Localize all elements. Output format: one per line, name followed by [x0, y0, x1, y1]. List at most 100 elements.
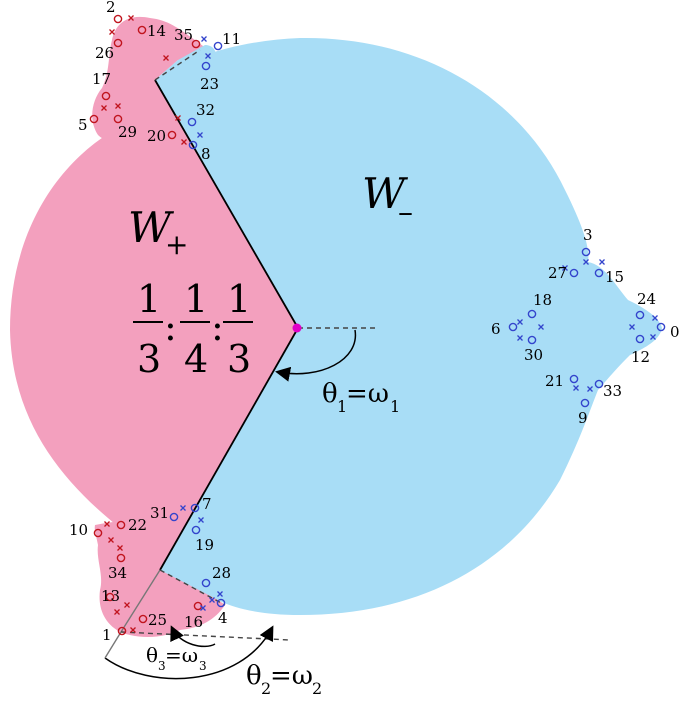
- marker-cross: [101, 105, 107, 111]
- marker-circle: [201, 578, 211, 588]
- ratio-label: 1 3 : 1 4 : 1 3: [133, 277, 253, 381]
- marker-circle: [191, 39, 201, 49]
- point-label-15: 15: [605, 268, 624, 286]
- marker-circle: [93, 528, 103, 538]
- marker-circle: [169, 512, 179, 522]
- marker-circle: [527, 335, 537, 345]
- point-label-24: 24: [637, 290, 656, 308]
- dashed-lines: [120, 49, 375, 641]
- marker-circle: [213, 41, 223, 51]
- colon-1: :: [164, 305, 177, 349]
- point-label-9: 9: [578, 409, 588, 427]
- boundary-lines: [120, 79, 299, 633]
- theta3-omega-subscript: 3: [199, 659, 207, 673]
- top-dashed-line: [154, 49, 201, 81]
- center-point: [292, 323, 302, 333]
- point-label-32: 32: [196, 101, 215, 119]
- w-plus-main-lobe: [10, 80, 298, 570]
- theta3-symbol: θ: [146, 643, 158, 667]
- marker-cross: [205, 53, 211, 59]
- point-label-31: 31: [150, 504, 169, 522]
- marker-circle: [187, 117, 197, 127]
- point-label-8: 8: [201, 145, 211, 163]
- point-label-1: 1: [102, 626, 112, 644]
- theta1-arc: [275, 329, 357, 382]
- marker-circle: [101, 91, 111, 101]
- point-label-21: 21: [545, 372, 564, 390]
- marker-cross: [114, 609, 120, 615]
- marker-circle: [113, 14, 123, 24]
- theta2-omega-subscript: 2: [312, 679, 322, 698]
- marker-cross: [128, 15, 134, 21]
- theta1-label: θ 1 =ω 1: [322, 379, 400, 416]
- marker-circle: [167, 130, 177, 140]
- lower-boundary-line: [159, 327, 299, 571]
- frac1-numerator: 1: [137, 277, 161, 321]
- theta2-symbol: θ: [246, 661, 262, 691]
- marker-cross: [573, 385, 579, 391]
- point-label-10: 10: [69, 521, 88, 539]
- marker-circle: [656, 322, 666, 332]
- marker-cross: [650, 334, 656, 340]
- w-minus-region: [155, 37, 662, 616]
- marker-circle: [137, 25, 147, 35]
- marker-cross: [124, 602, 130, 608]
- marker-cross: [587, 386, 593, 392]
- point-label-22: 22: [128, 516, 147, 534]
- point-label-29: 29: [118, 123, 137, 141]
- marker-cross: [108, 537, 114, 543]
- marker-circle: [190, 503, 200, 513]
- frac2-numerator: 1: [184, 277, 208, 321]
- point-label-17: 17: [92, 70, 111, 88]
- point-label-6: 6: [491, 320, 501, 338]
- w-minus-main: [155, 37, 662, 616]
- point-label-2: 2: [106, 0, 116, 16]
- point-label-19: 19: [195, 536, 214, 554]
- marker-circle: [569, 374, 579, 384]
- point-labels: 2 14 26 35 11 23 17 5 29 32 20 8 3 27 15…: [69, 0, 679, 644]
- w-plus-region: [10, 16, 298, 637]
- theta3-label: θ 3 =ω 3: [146, 643, 207, 673]
- marker-circle: [594, 268, 604, 278]
- marker-circle: [508, 322, 518, 332]
- marker-cross: [652, 315, 658, 321]
- marker-circle: [569, 268, 579, 278]
- marker-cross: [175, 115, 181, 121]
- point-label-33: 33: [603, 382, 622, 400]
- point-label-16: 16: [184, 613, 203, 631]
- theta1-subscript: 1: [337, 397, 347, 416]
- marker-cross: [209, 597, 215, 603]
- w-plus-label: W: [128, 203, 175, 252]
- theta3-equals-omega: =ω: [165, 643, 198, 667]
- theta2-arc: [104, 625, 274, 680]
- marker-cross: [163, 55, 169, 61]
- theta2-base-line: [104, 631, 122, 659]
- marker-cross: [130, 627, 136, 633]
- w-minus-right-bulb: [510, 262, 590, 395]
- bottom-dashed-line-2: [120, 631, 291, 641]
- theta2-equals-omega: =ω: [270, 661, 313, 691]
- marker-circle: [113, 114, 123, 124]
- theta3-arc: [170, 625, 216, 648]
- marker-cross: [109, 29, 115, 35]
- marker-circle: [581, 247, 591, 257]
- w-minus-label: W: [362, 169, 409, 218]
- marker-circle: [105, 592, 115, 602]
- marker-circle: [216, 598, 226, 608]
- point-label-34: 34: [108, 564, 127, 582]
- point-label-12: 12: [631, 348, 650, 366]
- marker-cross: [180, 505, 186, 511]
- marker-circle: [191, 525, 201, 535]
- point-label-4: 4: [218, 609, 228, 627]
- point-label-35: 35: [174, 26, 193, 44]
- point-label-23: 23: [200, 75, 219, 93]
- theta1-equals-omega: =ω: [346, 379, 389, 409]
- point-label-26: 26: [95, 44, 114, 62]
- marker-circle: [594, 379, 604, 389]
- marker-cross: [517, 319, 523, 325]
- upper-boundary-line: [154, 79, 299, 329]
- marker-cross: [198, 517, 204, 523]
- frac3-numerator: 1: [227, 277, 251, 321]
- marker-circle: [527, 309, 537, 319]
